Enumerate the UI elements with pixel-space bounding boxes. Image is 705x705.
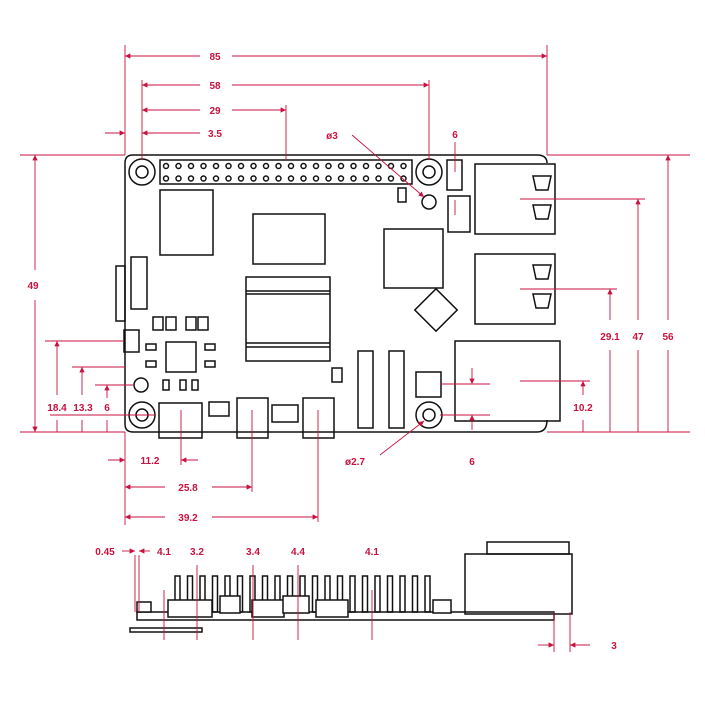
dim-width: 85 [209, 52, 221, 63]
gpio-pin [162, 162, 170, 170]
gpio-pin [225, 175, 232, 182]
gpio-pin [362, 162, 370, 170]
dim-11-2: 11.2 [141, 456, 160, 467]
dim-hole-diameter-bottom: ø2.7 [345, 457, 365, 468]
dim-47: 47 [632, 332, 644, 343]
gpio-pin [337, 175, 345, 182]
heatsink-fin [386, 575, 394, 613]
usb-c-port [158, 402, 203, 439]
dim-49: 49 [27, 281, 39, 292]
dim-left-6: 6 [104, 403, 110, 414]
gpio-pins [162, 162, 407, 182]
dim-39-2: 39.2 [178, 513, 198, 524]
gpio-pin [187, 175, 195, 182]
micro-hdmi-1 [302, 397, 335, 439]
gpio-pin [375, 175, 382, 182]
gpio-pin [287, 175, 295, 182]
gpio-pin [375, 162, 382, 170]
gpio-pin [175, 175, 182, 182]
gpio-pin [175, 162, 182, 170]
gpio-pin [237, 162, 245, 170]
gpio-pin [387, 175, 395, 182]
heatsink-fin [349, 575, 356, 613]
gpio-pin [212, 175, 220, 182]
gpio-pin [350, 175, 357, 182]
dim-hole-offset: 3.5 [208, 129, 222, 140]
dim-overhang: 3 [611, 641, 617, 652]
ethernet-side [464, 553, 573, 615]
gpio-pin [237, 175, 245, 182]
dim-29-1: 29.1 [600, 332, 620, 343]
cpu-heatsink [245, 276, 331, 362]
heatsink-fin [374, 575, 381, 613]
gpio-pin [262, 175, 270, 182]
gpio-pin [362, 175, 370, 182]
heatsink-fin [411, 575, 419, 613]
gpio-pin [250, 175, 257, 182]
gpio-pin [250, 162, 257, 170]
gpio-pin [187, 162, 195, 170]
dim-18-4: 18.4 [47, 403, 67, 414]
dim-top-6: 6 [452, 130, 458, 141]
dim-header: 29 [209, 106, 221, 117]
gpio-pin [200, 175, 207, 182]
board-top-view [115, 154, 561, 439]
top-dimensions [20, 45, 690, 525]
gpio-pin [400, 162, 407, 170]
dim-hole-spacing: 58 [209, 81, 221, 92]
gpio-pin [350, 162, 357, 170]
gpio-pin [300, 162, 307, 170]
gpio-pin [275, 162, 282, 170]
gpio-pin [200, 162, 207, 170]
gpio-pin [312, 162, 320, 170]
micro-hdmi-0 [236, 397, 269, 439]
gpio-pin [262, 162, 270, 170]
heatsink-fin [211, 575, 219, 613]
gpio-pin [387, 162, 395, 170]
dim-25-8: 25.8 [178, 483, 198, 494]
gpio-pin [225, 162, 232, 170]
gpio-pin [400, 175, 407, 182]
dim-usbc-width: 3.2 [190, 547, 204, 558]
gpio-pin [337, 162, 345, 170]
side-dimensions [122, 548, 590, 652]
heatsink-fin [424, 575, 431, 613]
gpio-pin [275, 175, 282, 182]
dim-10-2: 10.2 [573, 403, 593, 414]
gpio-pin [300, 175, 307, 182]
side-dimension-labels: 0.45 4.1 3.2 3.4 4.4 4.1 3 [95, 547, 617, 652]
dim-usbc-height: 4.1 [157, 547, 171, 558]
dim-56: 56 [662, 332, 674, 343]
dim-bottom-6: 6 [469, 457, 475, 468]
gpio-header [159, 159, 413, 185]
gpio-pin [325, 162, 332, 170]
heatsink-fin [399, 575, 406, 613]
heatsink-fin [361, 575, 369, 613]
gpio-pin [212, 162, 220, 170]
dim-pcb: 0.45 [95, 547, 115, 558]
heatsink-fin [311, 575, 319, 613]
gpio-pin [325, 175, 332, 182]
dim-hdmi-mid: 4.4 [291, 547, 305, 558]
dim-audio: 4.1 [365, 547, 379, 558]
gpio-pin [287, 162, 295, 170]
dim-hdmi0: 3.4 [246, 547, 260, 558]
gpio-pin [162, 175, 170, 182]
dim-hole-diameter: ø3 [326, 131, 338, 142]
board-side-view [129, 541, 573, 633]
dim-13-3: 13.3 [73, 403, 93, 414]
gpio-pin [312, 175, 320, 182]
top-dimension-labels: 85 58 29 3.5 ø3 6 49 18.4 13.3 6 56 47 2… [27, 52, 674, 524]
